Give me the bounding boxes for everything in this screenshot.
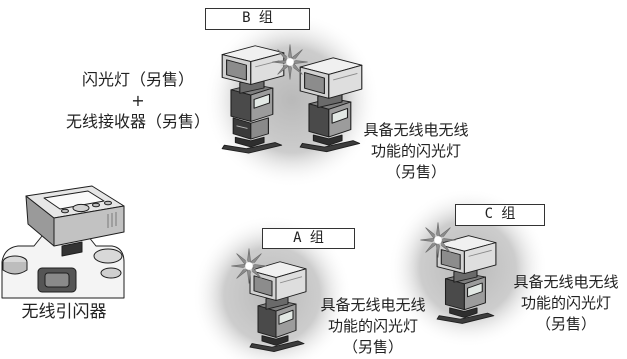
commander-front-face xyxy=(53,205,125,247)
flash-burst-icon xyxy=(419,221,457,259)
camera-eyepiece-glass xyxy=(44,272,70,288)
caption-line: 功能的闪光灯 xyxy=(370,142,461,160)
commander-button xyxy=(92,202,100,208)
group-b-label: B 组 xyxy=(205,8,310,30)
receiver-flash-caption: 闪光灯（另售） + 无线接收器（另售） xyxy=(58,69,218,132)
flash-burst-icon xyxy=(271,43,309,81)
camera-right-dial-2 xyxy=(100,267,122,279)
camera-right-dial xyxy=(93,248,123,264)
caption-line: 功能的闪光灯 xyxy=(520,294,611,312)
caption-plus: + xyxy=(131,91,145,110)
caption-line: 闪光灯（另售） xyxy=(81,70,194,89)
commander-grip-lines xyxy=(107,212,117,228)
commander-dial xyxy=(72,203,90,213)
camera-left-dial-side xyxy=(2,262,28,275)
caption-line: 具备无线电无线 xyxy=(513,273,619,291)
caption-line: 具备无线电无线 xyxy=(320,296,426,314)
commander-foot xyxy=(61,241,83,257)
commander-lcd xyxy=(43,190,105,210)
group-b-flash-caption: 具备无线电无线 功能的闪光灯 （另售） xyxy=(351,120,481,183)
caption-line: 无线接收器（另售） xyxy=(65,112,210,131)
caption-line: 功能的闪光灯 xyxy=(327,317,418,335)
commander-button xyxy=(104,200,112,206)
caption-line: 具备无线电无线 xyxy=(363,121,469,139)
caption-line: （另售） xyxy=(535,315,596,333)
group-c-flash-caption: 具备无线电无线 功能的闪光灯 （另售） xyxy=(511,272,621,335)
flash-burst-icon xyxy=(230,247,268,285)
group-a-flash-caption: 具备无线电无线 功能的闪光灯 （另售） xyxy=(308,295,438,358)
caption-line: （另售） xyxy=(385,163,446,181)
caption-line: （另售） xyxy=(342,338,403,356)
commander-button xyxy=(61,208,69,214)
commander-caption: 无线引闪器 xyxy=(21,302,107,322)
group-a-label: A 组 xyxy=(262,228,355,249)
group-c-label: C 组 xyxy=(455,204,545,226)
camera-with-commander-icon xyxy=(1,185,125,299)
